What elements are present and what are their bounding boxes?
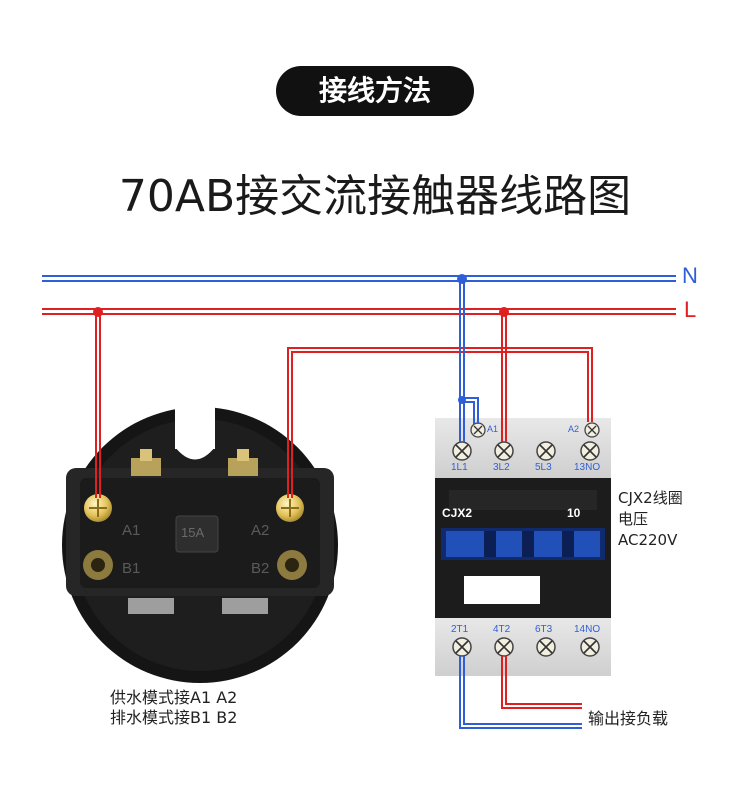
wire-neutral-to-1l1 (459, 278, 479, 442)
switch-a2-label: A2 (251, 522, 270, 539)
coil-voltage-line3: AC220V (618, 531, 678, 549)
contactor-model: CJX2 (442, 506, 473, 520)
coil-voltage-line1: CJX2线圈 (618, 489, 683, 507)
bottom-terminal-6t3: 6T3 (535, 624, 553, 635)
live-label: L (684, 297, 697, 322)
top-terminal-3l2: 3L2 (493, 462, 510, 473)
mode-notes: 供水模式接A1 A2 排水模式接B1 B2 (110, 688, 237, 728)
output-note: 输出接负载 (588, 709, 669, 728)
coil-a2-label: A2 (568, 424, 580, 434)
junction-live-contactor (499, 307, 509, 317)
bottom-terminal-screws (452, 637, 600, 657)
junction-coil (458, 396, 466, 404)
pressure-switch (62, 405, 338, 683)
bottom-terminal-4t2: 4T2 (493, 624, 511, 635)
bottom-terminal-2t1: 2T1 (451, 624, 469, 635)
junction-live-switch (93, 307, 103, 317)
supply-mode-note: 供水模式接A1 A2 (110, 688, 238, 707)
contactor-spec: 10 (567, 506, 581, 520)
coil-voltage-note: CJX2线圈 电压 AC220V (618, 488, 683, 551)
contactor (435, 418, 611, 676)
top-terminal-13no: 13NO (574, 462, 601, 473)
top-terminal-5l3: 5L3 (535, 462, 552, 473)
top-terminal-screws (452, 422, 600, 461)
junction-neutral (457, 274, 467, 284)
wire-a2-to-coil (287, 347, 593, 498)
coil-voltage-line2: 电压 (618, 510, 649, 528)
live-line (42, 308, 676, 315)
wire-live-to-3l2 (501, 311, 507, 442)
bottom-terminal-14no: 14NO (574, 624, 601, 635)
diagram-title: 70AB接交流接触器线路图 (118, 171, 632, 222)
switch-rating-label: 15A (181, 525, 205, 540)
switch-b1-label: B1 (122, 560, 141, 577)
neutral-line (42, 275, 676, 282)
wire-output-to-load (459, 656, 582, 729)
drain-mode-note: 排水模式接B1 B2 (110, 708, 238, 727)
wire-live-to-a1 (95, 311, 101, 498)
section-badge: 接线方法 (276, 66, 474, 116)
coil-a1-label: A1 (487, 424, 499, 434)
top-terminal-1l1: 1L1 (451, 462, 468, 473)
switch-b2-label: B2 (251, 560, 270, 577)
switch-a1-label: A1 (122, 522, 141, 539)
neutral-label: N (682, 263, 698, 288)
